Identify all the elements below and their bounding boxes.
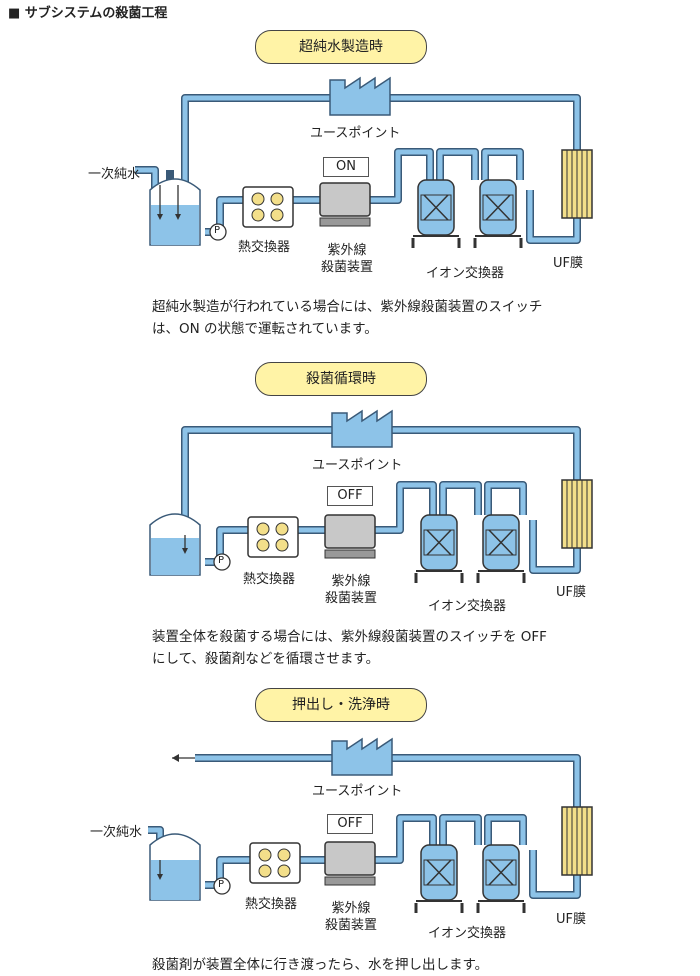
use-point-label: ユースポイント [312,784,403,799]
uv-switch-state: OFF [327,814,373,834]
outflow-arrow-icon [172,754,179,762]
uv-sterilizer-label: 紫外線殺菌装置 [324,901,377,933]
primary-water-label: 一次純水 [90,825,143,840]
diagram-sterilization [149,409,593,583]
uf-membrane-label: UF膜 [556,912,586,927]
heat-exchanger-label: 熱交換器 [245,897,298,912]
heat-exchanger-icon [249,842,301,884]
uv-sterilizer-icon [324,514,376,549]
use-point-icon [331,737,393,776]
uv-sterilizer-icon [324,841,376,876]
ion-exchanger-icon [476,844,526,913]
pump-label: P [214,225,221,236]
ion-exchanger-label: イオン交換器 [428,926,507,941]
panel-title: 押出し・洗浄時 [255,688,427,722]
heat-exchanger-label: 熱交換器 [238,240,291,255]
pump-icon [213,553,231,571]
uv-switch-state: OFF [327,486,373,506]
uv-sterilizer-icon [319,182,371,217]
ion-exchanger-label: イオン交換器 [428,599,507,614]
ion-exchanger-icon [411,179,461,248]
pump-icon [213,877,231,895]
heat-exchanger-icon [247,516,299,558]
use-point-label: ユースポイント [312,458,403,473]
uf-membrane-label: UF膜 [553,256,583,271]
ion-exchanger-icon [414,514,464,583]
pump-label: P [218,879,225,890]
diagram-production [135,76,593,248]
ion-exchanger-label: イオン交換器 [426,266,505,281]
primary-water-label: 一次純水 [88,167,141,182]
uv-sterilizer-label: 紫外線殺菌装置 [320,243,373,275]
ion-exchanger-icon [414,844,464,913]
heat-exchanger-icon [242,186,294,228]
panel-sterilization: 殺菌循環時 ユースポイント P OFF 熱交換器 紫外線殺菌装置 イオン交換器 … [0,330,700,667]
panel-description: 超純水製造が行われている場合には、紫外線殺菌装置のスイッチは、ON の状態で運転… [152,299,543,337]
uf-membrane-label: UF膜 [556,585,586,600]
heat-exchanger-label: 熱交換器 [243,572,296,587]
ion-exchanger-icon [476,514,526,583]
panel-production: 超純水製造時 ユースポイント 一次純水 P ON 熱交換器 紫外線殺菌装置 イオ… [0,0,700,337]
panel-title: 超純水製造時 [255,30,427,64]
pump-icon [209,223,227,241]
use-point-icon [329,76,391,116]
use-point-label: ユースポイント [310,126,401,141]
panel-description: 殺菌剤が装置全体に行き渡ったら、水を押し出します。 [152,957,489,973]
use-point-icon [331,409,393,448]
section-heading: ■ サブシステムの殺菌工程 [8,6,168,21]
pump-label: P [218,555,225,566]
panel-title: 殺菌循環時 [255,362,427,396]
uv-sterilizer-label: 紫外線殺菌装置 [324,574,377,606]
uv-switch-state: ON [323,157,369,177]
diagram-flush [148,737,593,913]
panel-flush: 押出し・洗浄時 ユースポイント 一次純水 P OFF 熱交換器 紫外線殺菌装置 … [0,660,700,974]
ion-exchanger-icon [473,179,523,248]
